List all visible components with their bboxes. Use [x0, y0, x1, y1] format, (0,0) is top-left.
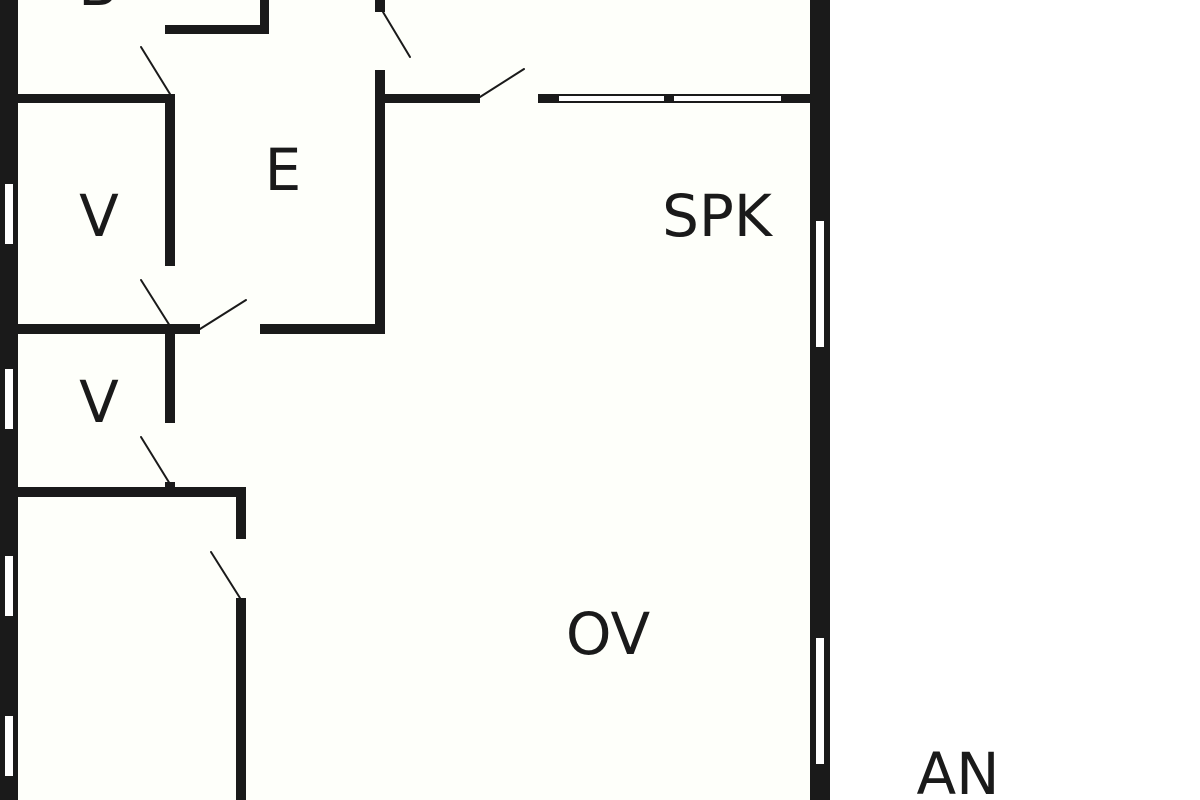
- window-left-1: [3, 182, 15, 246]
- window-right-2: [814, 636, 826, 766]
- door-e-top: [382, 11, 411, 58]
- door-v2: [140, 436, 171, 485]
- window-left-3: [3, 554, 15, 618]
- wall-v-e-divider: [165, 94, 175, 266]
- wall-spk-top-3: [665, 94, 673, 103]
- door-v1: [140, 279, 171, 327]
- wall-spk-top-2: [538, 94, 558, 103]
- room-label-e: E: [265, 136, 302, 204]
- window-right-1: [814, 219, 826, 349]
- wall-b-bottom: [165, 25, 269, 34]
- window-spk-top-2: [672, 94, 783, 103]
- wall-b-v-divider: [18, 94, 175, 103]
- wall-spk-top-4: [782, 94, 820, 103]
- wall-e-right-lower: [375, 70, 385, 334]
- door-lower-room: [210, 551, 241, 599]
- wall-lower-room-right-lower: [236, 598, 246, 800]
- wall-e-right: [375, 0, 385, 12]
- room-label-spk: SPK: [662, 182, 774, 250]
- door-b: [140, 46, 171, 95]
- wall-right-exterior: [810, 0, 830, 800]
- window-spk-top-1: [557, 94, 666, 103]
- floor-area: [0, 0, 820, 800]
- room-label-v1: V: [79, 182, 119, 250]
- wall-v-v-divider: [18, 324, 200, 334]
- door-spk-top: [479, 68, 525, 98]
- room-label-an: AN: [916, 740, 999, 800]
- room-label-ov: OV: [566, 600, 651, 668]
- wall-lower-room-top: [18, 487, 246, 497]
- room-label-v2: V: [79, 368, 119, 436]
- room-label-b: B: [78, 0, 118, 19]
- wall-spk-top-1: [375, 94, 480, 103]
- door-e-bottom: [199, 299, 247, 330]
- wall-v2-right: [165, 333, 175, 423]
- window-left-2: [3, 367, 15, 431]
- window-left-4: [3, 714, 15, 778]
- wall-e-bottom: [260, 324, 385, 334]
- wall-lower-room-right: [236, 487, 246, 539]
- wall-b-right: [260, 0, 269, 34]
